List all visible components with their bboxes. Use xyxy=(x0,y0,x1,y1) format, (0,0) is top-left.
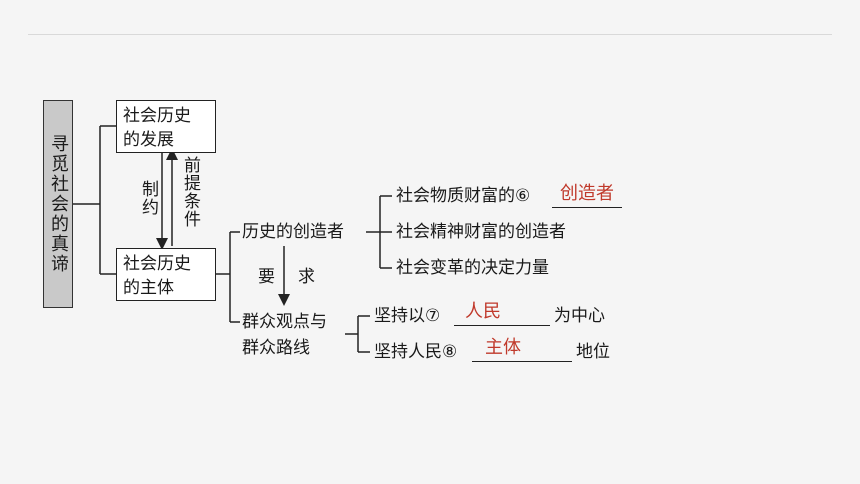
header-divider xyxy=(28,34,832,35)
answer-7: 人民 xyxy=(465,301,501,322)
box-development-line2: 的发展 xyxy=(123,130,174,150)
creators-item-2: 社会精神财富的创造者 xyxy=(396,222,566,242)
mass-item-1-suffix: 为中心 xyxy=(554,306,605,326)
mass-label-line1: 群众观点与 xyxy=(242,312,327,332)
creators-label: 历史的创造者 xyxy=(242,222,344,242)
answer-8: 主体 xyxy=(485,337,521,358)
creators-item-1: 社会物质财富的⑥ xyxy=(396,186,531,206)
answer-blank-8 xyxy=(472,361,572,362)
answer-blank-7 xyxy=(454,325,550,326)
mass-label-line2: 群众路线 xyxy=(242,338,310,358)
answer-6: 创造者 xyxy=(560,183,614,204)
answer-blank-6 xyxy=(552,207,622,208)
box-subject-line2: 的主体 xyxy=(123,278,174,298)
mass-item-2-suffix: 地位 xyxy=(576,342,610,362)
mass-item-2-prefix: 坚持人民⑧ xyxy=(374,342,458,362)
box-social-history-subject: 社会历史 的主体 xyxy=(116,248,216,301)
box-development-line1: 社会历史 xyxy=(123,106,191,126)
relation-right-label: 前提条件 xyxy=(180,156,200,228)
mass-item-1-prefix: 坚持以⑦ xyxy=(374,306,441,326)
requirement-char-1: 要 xyxy=(258,267,275,287)
box-subject-line1: 社会历史 xyxy=(123,254,191,274)
requirement-char-2: 求 xyxy=(298,267,315,287)
relation-left-label: 制约 xyxy=(138,180,158,216)
root-label: 寻觅社会的真谛 xyxy=(48,134,69,274)
creators-item-3: 社会变革的决定力量 xyxy=(396,258,549,278)
box-social-history-development: 社会历史 的发展 xyxy=(116,100,216,153)
root-node: 寻觅社会的真谛 xyxy=(43,100,73,308)
